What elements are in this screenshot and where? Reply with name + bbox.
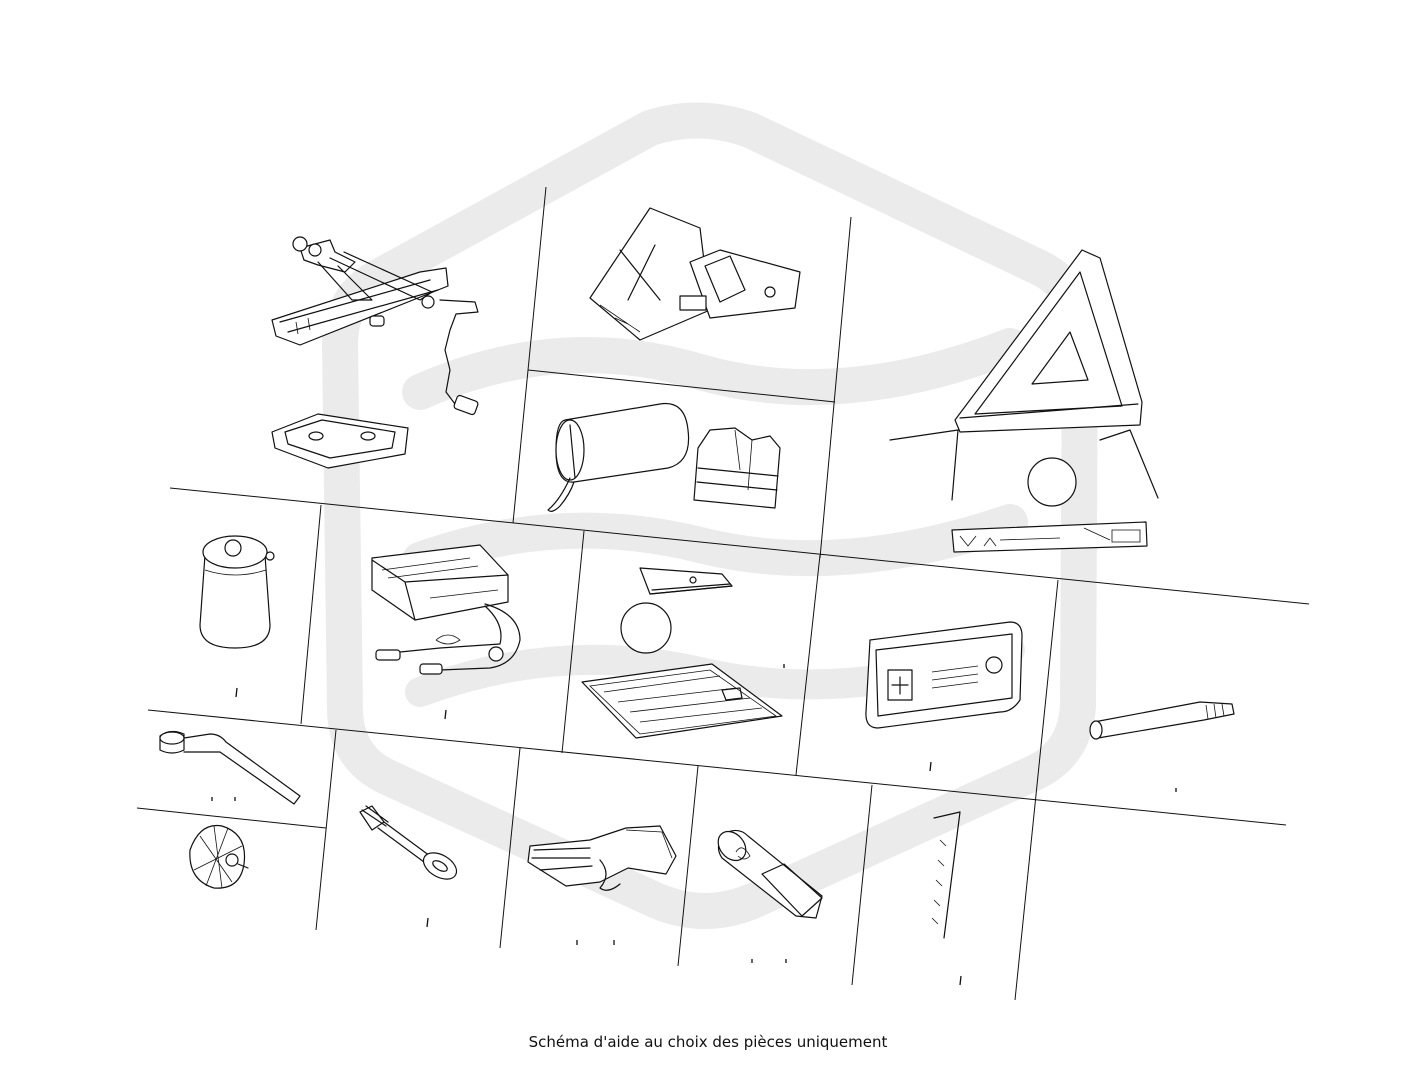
grid-lines	[136, 186, 1310, 1001]
hub-cap-puller[interactable]	[189, 824, 249, 889]
towing-eye[interactable]	[359, 805, 461, 885]
mat-cover[interactable]	[581, 663, 783, 739]
jack-base-plate[interactable]	[271, 413, 409, 469]
warning-triangle[interactable]	[889, 249, 1159, 507]
safety-vest[interactable]	[693, 427, 781, 509]
first-aid-kit[interactable]	[865, 621, 1023, 729]
flashlight[interactable]	[713, 826, 823, 919]
tool-bag[interactable]	[547, 402, 690, 512]
lug-wrench[interactable]	[159, 730, 301, 805]
warning-triangle-case[interactable]	[951, 521, 1148, 553]
wheel-chocks[interactable]	[589, 207, 801, 341]
car-jack[interactable]	[271, 236, 479, 416]
first-aid-pouch[interactable]	[620, 567, 733, 654]
brand-logo-watermark	[322, 102, 1098, 929]
wheel-bolt-tool[interactable]	[1089, 701, 1235, 740]
tire-inflation-compressor[interactable]	[371, 544, 521, 675]
tire-sealant-bottle[interactable]	[199, 535, 275, 649]
diagram-caption: Schéma d'aide au choix des pièces unique…	[528, 1033, 888, 1051]
work-gloves[interactable]	[527, 825, 677, 891]
hex-key[interactable]	[931, 811, 961, 939]
index-ticks	[211, 664, 1177, 986]
